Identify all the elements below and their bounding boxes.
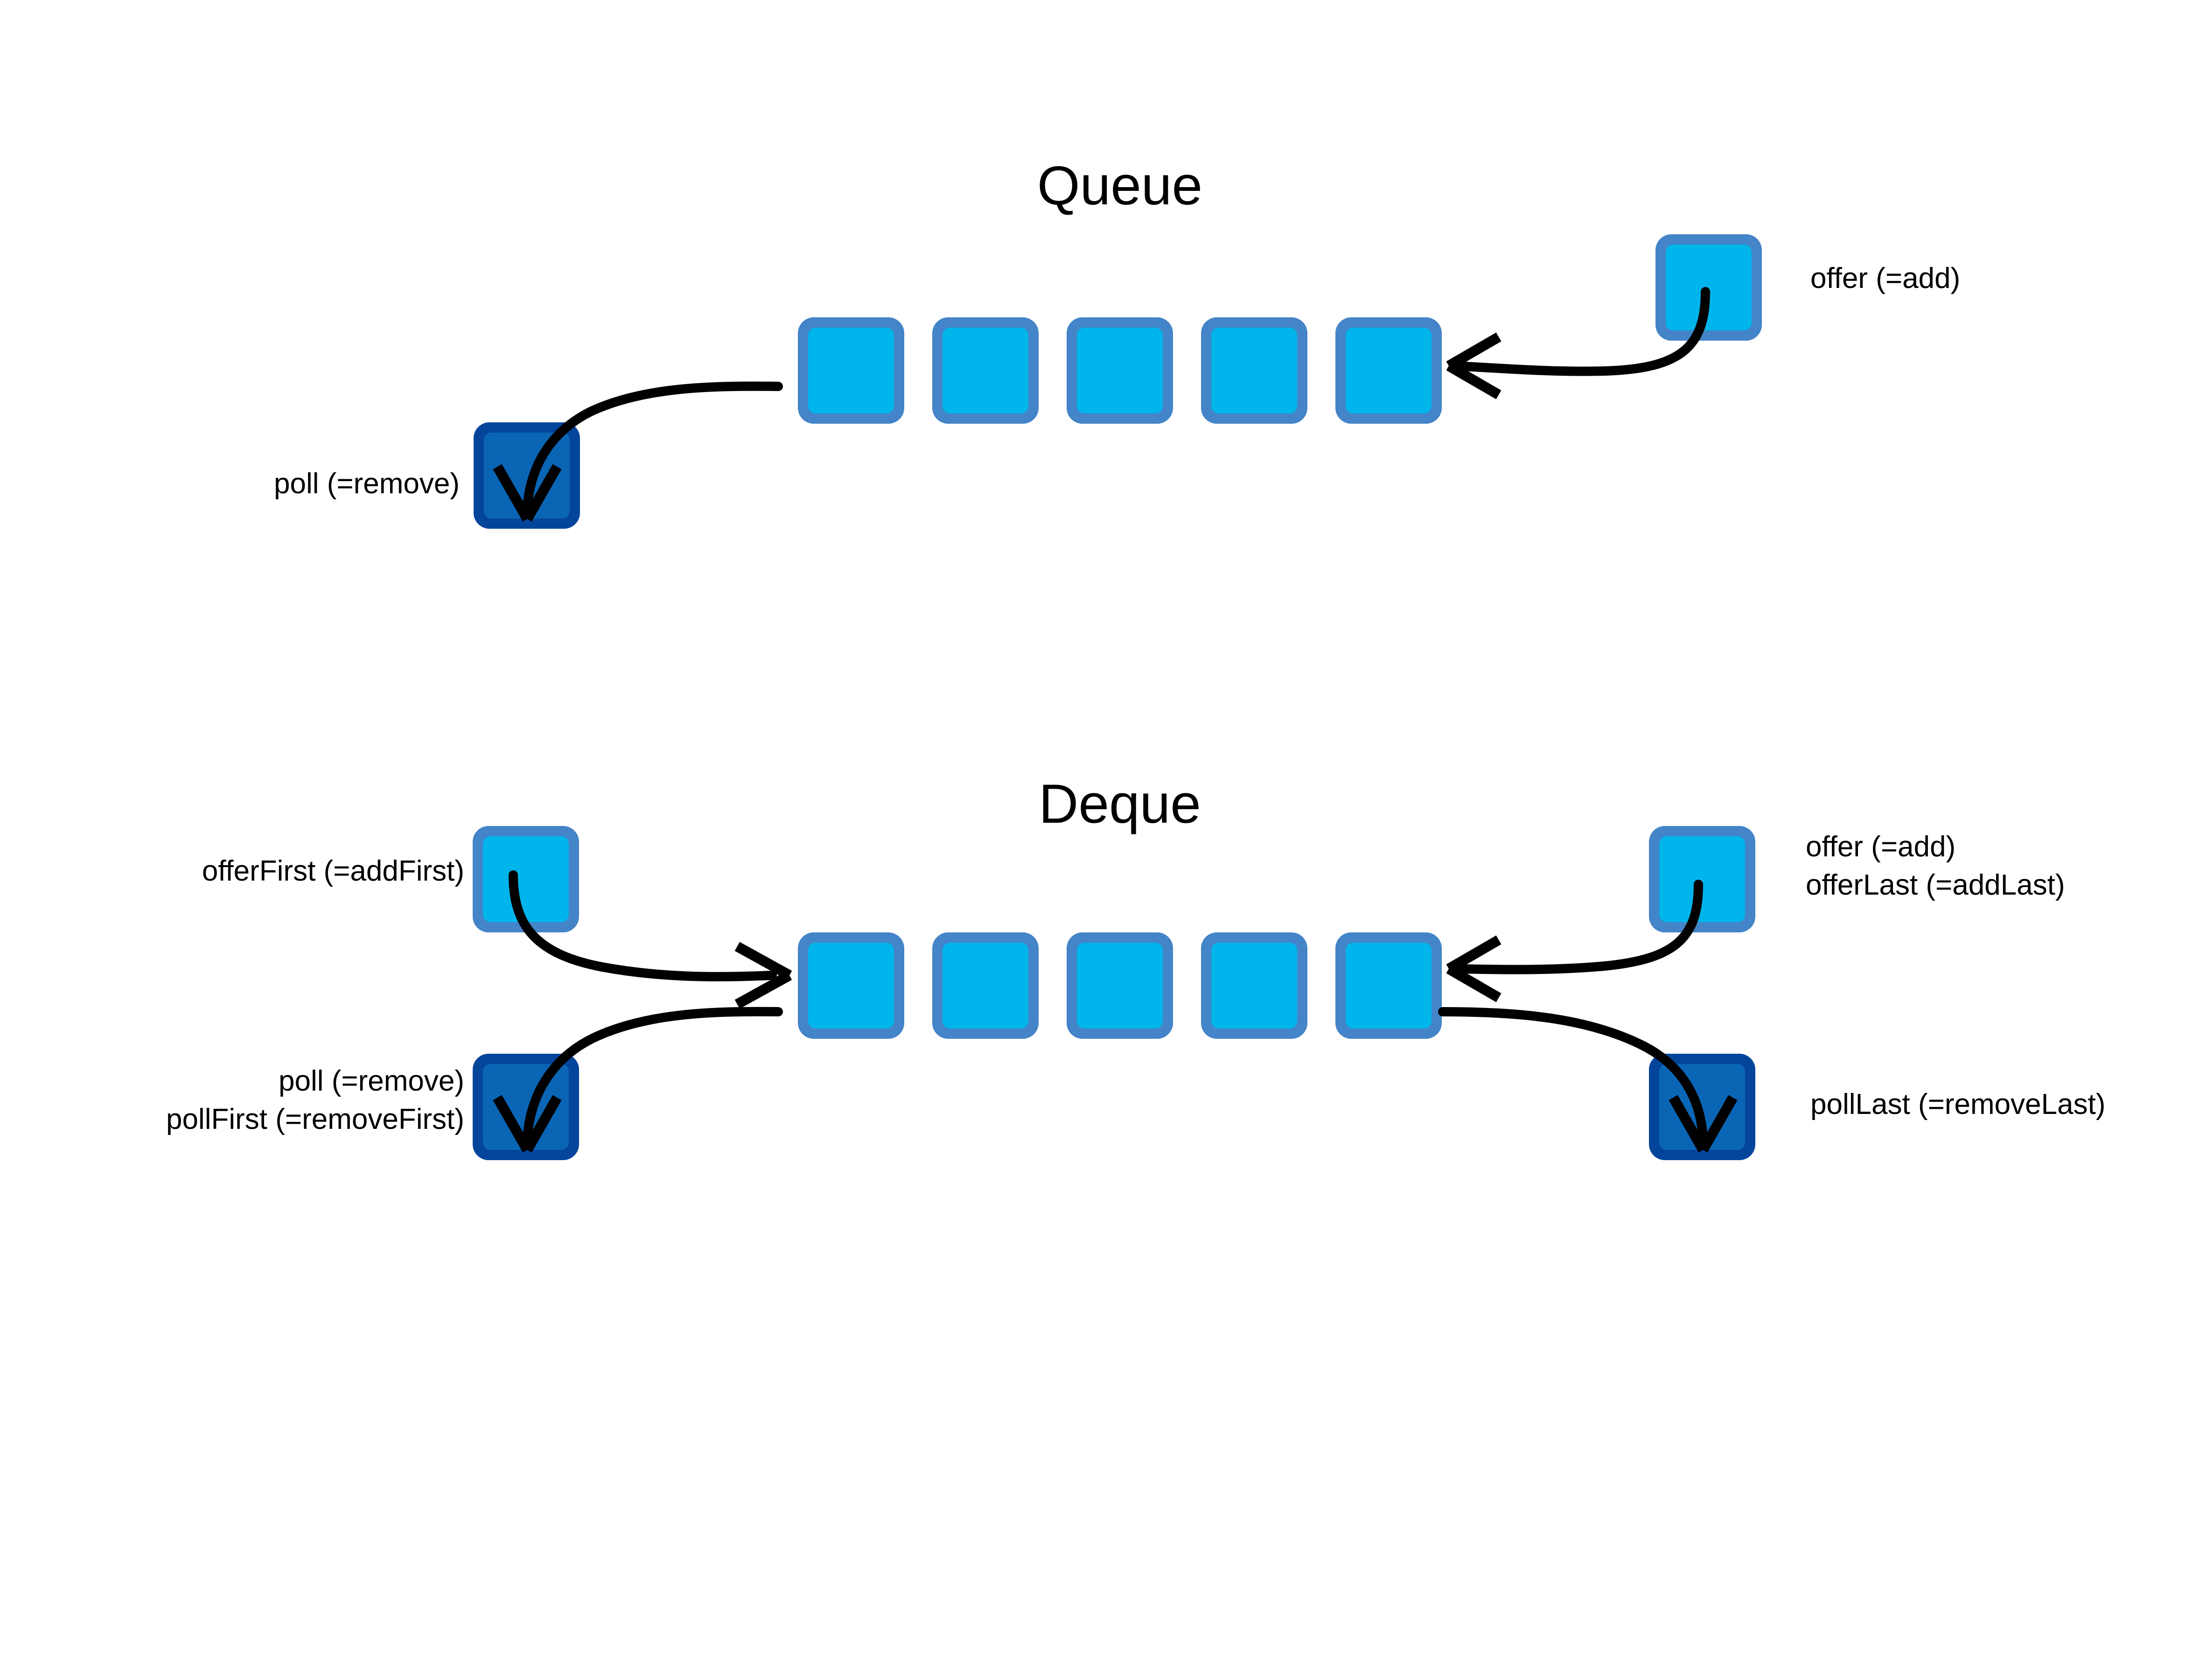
- deque-container: [798, 932, 1442, 1039]
- queue-poll-label: poll (=remove): [274, 468, 460, 500]
- deque-cell-4: [1201, 932, 1307, 1039]
- queue-cell-3: [1067, 317, 1173, 424]
- deque-title: Deque: [1039, 773, 1201, 835]
- deque-offerlast-label-line1: offer (=add): [1806, 831, 1956, 863]
- deque-cell-2: [932, 932, 1039, 1039]
- deque-offerlast-label-line2: offerLast (=addLast): [1806, 869, 2065, 901]
- queue-offer-label: offer (=add): [1810, 262, 1961, 294]
- offerlast-arrow: [1446, 880, 1703, 1002]
- queue-cell-4: [1201, 317, 1307, 424]
- deque-offerfirst-label: offerFirst (=addFirst): [202, 855, 464, 887]
- deque-pollfirst-label-line2: pollFirst (=removeFirst): [166, 1103, 464, 1135]
- polllast-arrow: [1438, 1007, 1738, 1153]
- offerlast-source-box: [1649, 826, 1755, 932]
- deque-polllast-label: pollLast (=removeLast): [1810, 1088, 2106, 1120]
- poll-arrow: [493, 381, 783, 522]
- deque-cell-1: [798, 932, 904, 1039]
- queue-cell-1: [798, 317, 904, 424]
- queue-title: Queue: [1037, 155, 1203, 217]
- queue-container: [798, 317, 1442, 424]
- offerfirst-arrow: [509, 870, 792, 1009]
- queue-cell-2: [932, 317, 1039, 424]
- pollfirst-arrow: [493, 1007, 783, 1153]
- offer-arrow: [1446, 287, 1710, 399]
- deque-cell-3: [1067, 932, 1173, 1039]
- offerfirst-source-box: [473, 826, 579, 932]
- deque-pollfirst-label-line1: poll (=remove): [279, 1065, 464, 1097]
- queue-cell-5: [1335, 317, 1442, 424]
- deque-cell-5: [1335, 932, 1442, 1039]
- offer-source-box: [1655, 234, 1762, 341]
